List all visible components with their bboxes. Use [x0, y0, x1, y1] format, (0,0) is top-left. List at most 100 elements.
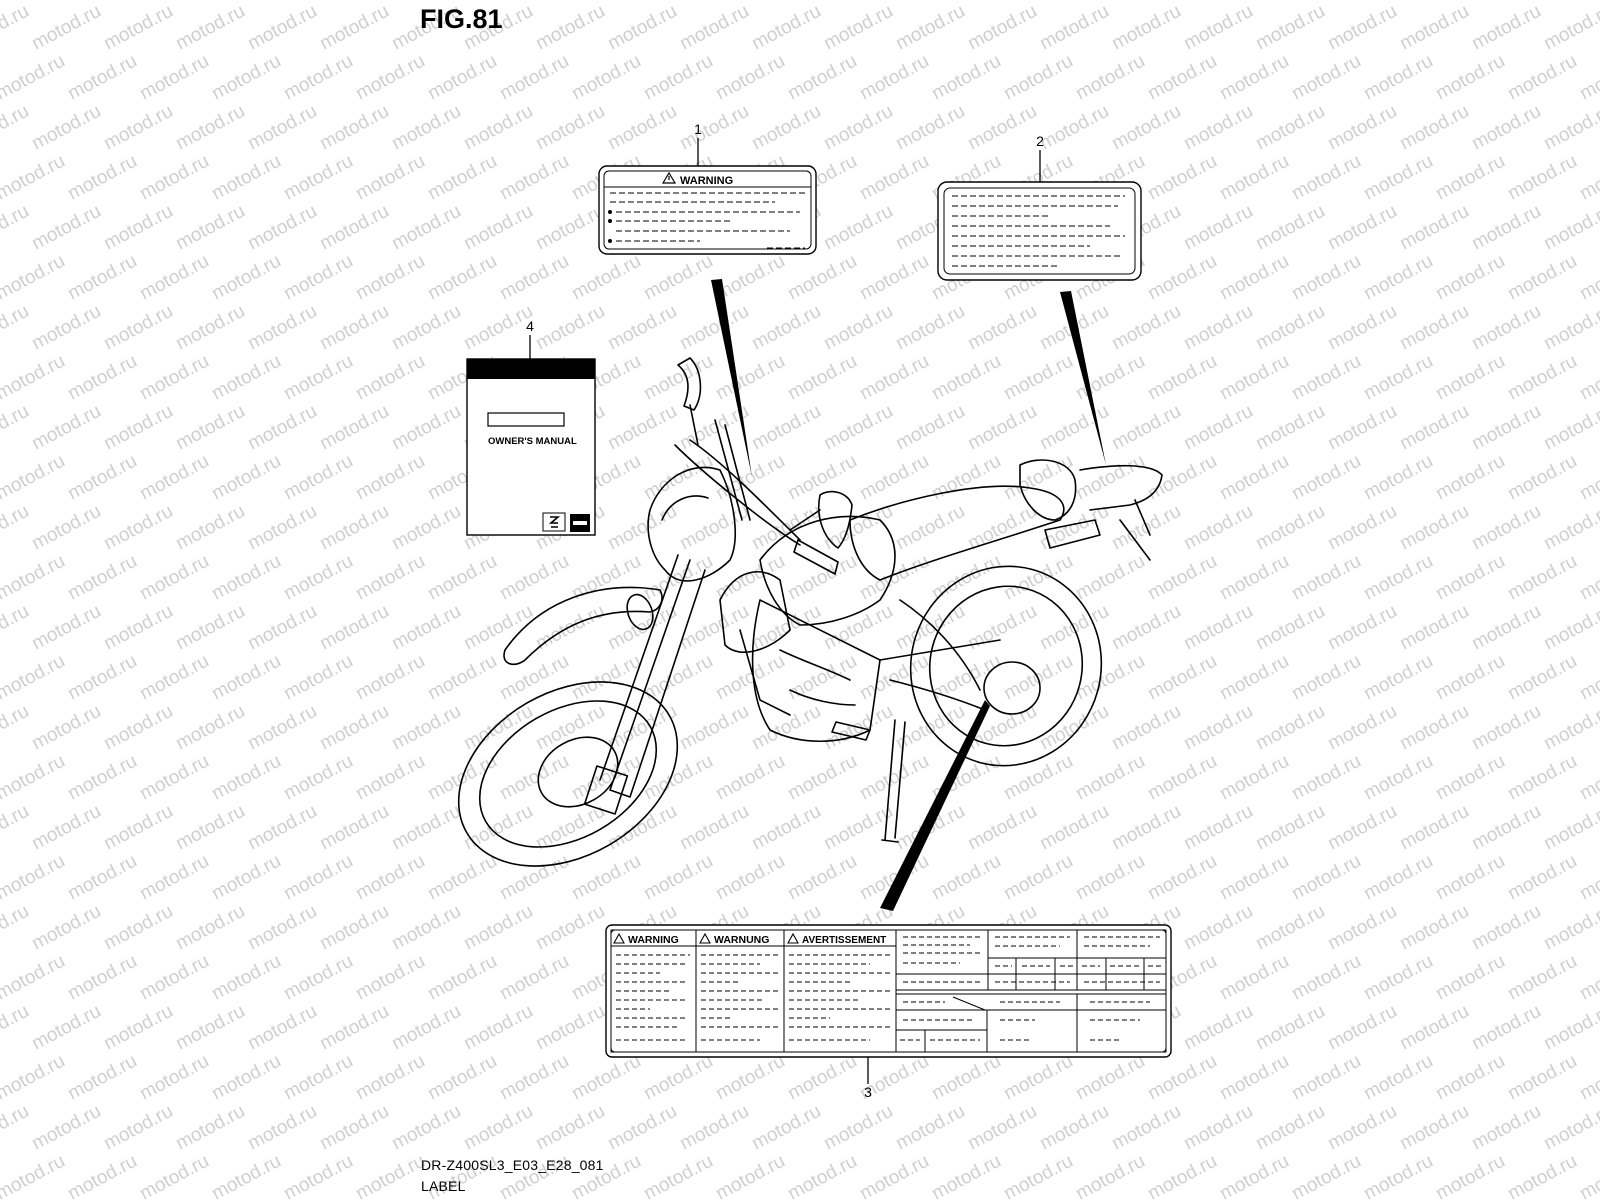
- watermark-text: motod.ru: [1540, 501, 1600, 555]
- watermark-text: motod.ru: [388, 701, 464, 755]
- info-label-text-lines: [952, 195, 1125, 267]
- watermark-text: motod.ru: [1360, 0, 1436, 4]
- watermark-text: motod.ru: [1324, 801, 1400, 855]
- watermark-text: motod.ru: [388, 801, 464, 855]
- watermark-text: motod.ru: [1324, 201, 1400, 255]
- watermark-text: motod.ru: [280, 351, 356, 405]
- watermark-text: motod.ru: [64, 351, 140, 405]
- watermark-text: motod.ru: [1360, 651, 1436, 705]
- watermark-text: motod.ru: [1108, 801, 1184, 855]
- watermark-text: motod.ru: [172, 201, 248, 255]
- watermark-text: motod.ru: [496, 651, 572, 705]
- watermark-text: motod.ru: [280, 151, 356, 205]
- watermark-text: motod.ru: [316, 701, 392, 755]
- watermark-text: motod.ru: [208, 351, 284, 405]
- callout-part-1: 1: [694, 121, 702, 137]
- watermark-text: motod.ru: [208, 1151, 284, 1200]
- watermark-text: motod.ru: [0, 401, 33, 455]
- watermark-text: motod.ru: [244, 1, 320, 55]
- watermark-text: motod.ru: [0, 301, 33, 355]
- watermark-text: motod.ru: [820, 601, 896, 655]
- watermark-text: motod.ru: [460, 1001, 536, 1055]
- watermark-text: motod.ru: [1324, 301, 1400, 355]
- watermark-text: motod.ru: [856, 451, 932, 505]
- watermark-text: motod.ru: [820, 801, 896, 855]
- watermark-text: motod.ru: [1468, 401, 1544, 455]
- watermark-text: motod.ru: [820, 1101, 896, 1155]
- watermark-text: motod.ru: [1180, 1, 1256, 55]
- watermark-text: motod.ru: [1288, 1051, 1364, 1105]
- watermark-text: motod.ru: [640, 351, 716, 405]
- watermark-text: motod.ru: [280, 751, 356, 805]
- watermark-text: motod.ru: [0, 0, 69, 4]
- watermark-text: motod.ru: [388, 1001, 464, 1055]
- watermark-text: motod.ru: [424, 251, 500, 305]
- callout-part-4: 4: [526, 318, 534, 334]
- watermark-text: motod.ru: [64, 451, 140, 505]
- leader-wedges: [711, 279, 1106, 911]
- watermark-text: motod.ru: [676, 801, 752, 855]
- watermark-text: motod.ru: [1180, 401, 1256, 455]
- watermark-text: motod.ru: [172, 101, 248, 155]
- watermark-text: motod.ru: [64, 251, 140, 305]
- watermark-text: motod.ru: [604, 401, 680, 455]
- watermark-text: motod.ru: [1000, 1151, 1076, 1200]
- watermark-text: motod.ru: [1252, 101, 1328, 155]
- watermark-text: motod.ru: [208, 551, 284, 605]
- watermark-text: motod.ru: [136, 651, 212, 705]
- watermark-text: motod.ru: [712, 1051, 788, 1105]
- watermark-text: motod.ru: [1324, 101, 1400, 155]
- watermark-text: motod.ru: [1324, 601, 1400, 655]
- watermark-text: motod.ru: [1432, 351, 1508, 405]
- watermark-text: motod.ru: [1180, 1101, 1256, 1155]
- watermark-text: motod.ru: [856, 51, 932, 105]
- warning-label-heading: WARNING: [680, 175, 733, 187]
- watermark-text: motod.ru: [1540, 301, 1600, 355]
- watermark-text: motod.ru: [1288, 951, 1364, 1005]
- watermark-text: motod.ru: [1000, 851, 1076, 905]
- watermark-text: motod.ru: [1468, 801, 1544, 855]
- watermark-text: motod.ru: [1468, 1, 1544, 55]
- watermark-text: motod.ru: [1288, 0, 1364, 4]
- watermark-text: motod.ru: [244, 701, 320, 755]
- watermark-text: motod.ru: [136, 251, 212, 305]
- warning-triangle-icon: [699, 932, 711, 944]
- watermark-text: motod.ru: [424, 51, 500, 105]
- watermark-text: motod.ru: [856, 251, 932, 305]
- figure-name: LABEL: [421, 1178, 466, 1194]
- watermark-text: motod.ru: [352, 1051, 428, 1105]
- watermark-text: motod.ru: [496, 151, 572, 205]
- watermark-text: motod.ru: [172, 301, 248, 355]
- watermark-text: motod.ru: [1108, 101, 1184, 155]
- watermark-text: motod.ru: [1252, 201, 1328, 255]
- watermark-text: motod.ru: [1072, 651, 1148, 705]
- watermark-text: motod.ru: [0, 651, 69, 705]
- watermark-text: motod.ru: [1324, 1, 1400, 55]
- info-label-2: [937, 150, 1142, 281]
- watermark-text: motod.ru: [460, 201, 536, 255]
- watermark-text: motod.ru: [1504, 151, 1580, 205]
- callout-part-3: 3: [864, 1084, 872, 1100]
- watermark-text: motod.ru: [316, 1101, 392, 1155]
- watermark-text: motod.ru: [892, 301, 968, 355]
- watermark-text: motod.ru: [604, 601, 680, 655]
- watermark-text: motod.ru: [1252, 301, 1328, 355]
- watermark-text: motod.ru: [172, 1001, 248, 1055]
- watermark-text: motod.ru: [1432, 951, 1508, 1005]
- warning-label-1: WARNING: [598, 138, 817, 255]
- watermark-text: motod.ru: [496, 1051, 572, 1105]
- watermark-text: motod.ru: [0, 351, 69, 405]
- watermark-text: motod.ru: [1360, 451, 1436, 505]
- watermark-text: motod.ru: [892, 1101, 968, 1155]
- watermark-text: motod.ru: [172, 901, 248, 955]
- warning-triangle-icon: [661, 171, 677, 184]
- watermark-text: motod.ru: [784, 551, 860, 605]
- watermark-text: motod.ru: [244, 201, 320, 255]
- watermark-text: motod.ru: [1576, 851, 1600, 905]
- watermark-text: motod.ru: [0, 1, 33, 55]
- watermark-text: motod.ru: [568, 251, 644, 305]
- watermark-text: motod.ru: [1540, 901, 1600, 955]
- watermark-text: motod.ru: [820, 301, 896, 355]
- watermark-text: motod.ru: [352, 51, 428, 105]
- watermark-text: motod.ru: [532, 101, 608, 155]
